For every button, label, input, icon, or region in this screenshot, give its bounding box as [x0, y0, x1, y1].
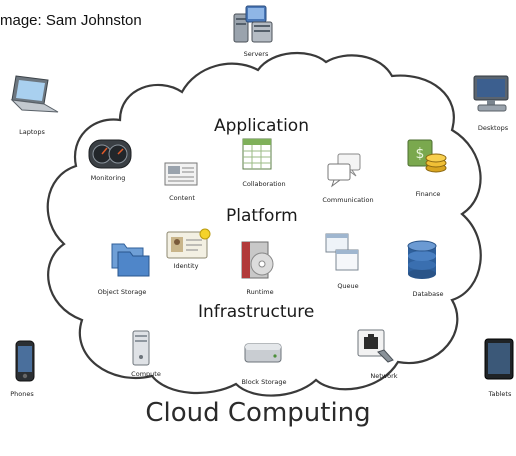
label-finance: Finance — [415, 190, 441, 198]
document-icon — [164, 162, 198, 186]
image-credit: mage: Sam Johnston — [0, 12, 142, 29]
label-laptops: Laptops — [19, 128, 45, 136]
cloud-outline — [46, 51, 482, 397]
section-platform: Platform — [226, 206, 298, 226]
label-monitoring: Monitoring — [90, 174, 126, 182]
cd-box-icon — [241, 241, 274, 279]
desktop-icon — [473, 75, 509, 112]
section-infrastructure: Infrastructure — [198, 302, 315, 322]
label-phones: Phones — [10, 390, 34, 398]
gauge-icon — [88, 139, 132, 169]
label-tablets: Tablets — [488, 390, 512, 398]
label-servers: Servers — [243, 50, 269, 58]
label-queue: Queue — [337, 282, 359, 290]
label-collaboration: Collaboration — [242, 180, 286, 188]
windows-stack-icon — [325, 233, 359, 271]
servers-icon — [233, 5, 273, 43]
label-object-storage: Object Storage — [97, 288, 147, 296]
label-identity: Identity — [173, 262, 199, 270]
section-application: Application — [214, 116, 309, 136]
phone-icon — [15, 340, 35, 382]
folders-icon — [111, 243, 150, 277]
page-title: Cloud Computing — [145, 398, 371, 428]
server-tower-icon — [132, 330, 150, 366]
label-block-storage: Block Storage — [241, 378, 287, 386]
label-database: Database — [412, 290, 444, 298]
label-communication: Communication — [322, 196, 374, 204]
coins-icon: $ — [407, 139, 447, 173]
tablet-icon — [484, 338, 514, 380]
label-content: Content — [169, 194, 195, 202]
label-runtime: Runtime — [246, 288, 274, 296]
laptop-icon — [10, 75, 59, 113]
hard-drive-icon — [244, 343, 282, 363]
database-icon — [407, 240, 437, 279]
network-plug-icon — [357, 329, 394, 363]
label-network: Network — [370, 372, 398, 380]
chat-bubbles-icon — [327, 153, 361, 188]
id-card-icon — [166, 228, 211, 259]
label-desktops: Desktops — [477, 124, 509, 132]
label-compute: Compute — [131, 370, 161, 378]
svg-text:$: $ — [416, 146, 425, 162]
spreadsheet-icon — [242, 138, 272, 170]
